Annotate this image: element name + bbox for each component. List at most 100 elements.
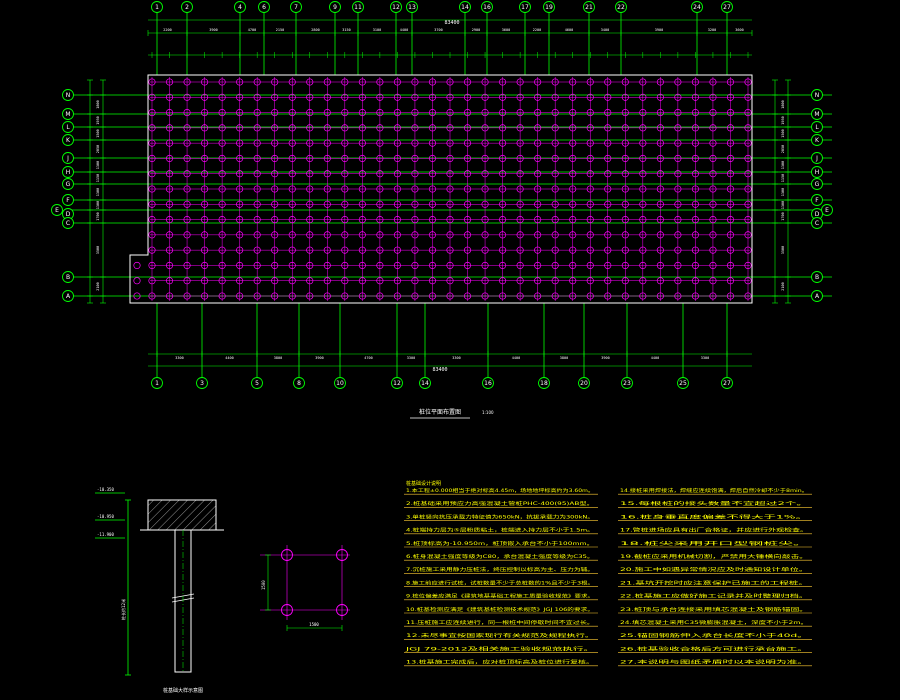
pile: [674, 154, 682, 162]
right-axis-label: A: [815, 293, 820, 300]
pile: [656, 292, 664, 300]
pile: [376, 154, 384, 162]
bottom-span-label: 3900: [315, 356, 323, 360]
left-axis-label: B: [66, 274, 70, 281]
pile: [428, 154, 437, 162]
pile: [183, 139, 191, 147]
pile: [288, 261, 296, 269]
pile: [551, 170, 559, 178]
pile: [569, 154, 577, 162]
top-axis-label: 17: [521, 4, 529, 11]
pile: [604, 231, 612, 239]
note-line: 1.本工程±0.000相当于绝对标高4.45m，场地地坪标高约为3.60m。: [406, 487, 594, 494]
pile: [393, 292, 401, 300]
pile: [516, 170, 524, 178]
pile: [288, 109, 296, 117]
top-span-label: 3700: [434, 28, 442, 32]
pile: [726, 109, 735, 117]
pile: [376, 78, 384, 86]
pile: [358, 170, 366, 178]
top-axis-bubble: [181, 1, 193, 13]
bottom-axis-label: 25: [679, 380, 687, 387]
right-span-label: 2850: [781, 145, 785, 153]
pile: [271, 246, 279, 254]
pile: [551, 216, 559, 224]
pile: [656, 93, 664, 101]
pile: [639, 231, 647, 239]
note-line: 25.锚固钢筋伸入承台长度不小于40d。: [620, 632, 808, 639]
top-axis-label: 7: [294, 4, 298, 11]
pile: [306, 261, 314, 269]
pile: [201, 277, 209, 285]
pile: [726, 185, 735, 193]
right-axis-bubble: [811, 290, 823, 302]
pile: [534, 93, 542, 101]
pile: [744, 154, 752, 162]
pile: [306, 109, 314, 117]
pile: [656, 277, 664, 285]
pile: [499, 216, 507, 224]
top-axis-bubble: [459, 1, 471, 13]
pile: [744, 93, 752, 101]
pile: [201, 109, 209, 117]
pile: [446, 170, 454, 178]
pile: [534, 216, 542, 224]
right-axis-bubble: [811, 166, 823, 178]
pile: [534, 277, 542, 285]
pile: [253, 109, 261, 117]
pile: [323, 170, 331, 178]
pile: [411, 139, 419, 147]
pile: [288, 246, 296, 254]
pile: [411, 292, 419, 300]
left-axis-bubble: [51, 204, 63, 216]
top-span-label: 3400: [601, 28, 609, 32]
pile: [446, 292, 454, 300]
pile: [165, 78, 174, 86]
detail-title: 桩基础大样示意图: [163, 687, 203, 694]
pile: [253, 277, 261, 285]
pile: [551, 246, 559, 254]
pile: [674, 246, 682, 254]
right-axis-bubble: [811, 89, 823, 101]
pile: [621, 216, 629, 224]
pile: [586, 93, 594, 101]
pile: [358, 124, 366, 132]
pile: [446, 246, 454, 254]
pile: [551, 124, 559, 132]
right-axis-bubble: [811, 121, 823, 133]
plan-scale: 1:100: [482, 410, 494, 415]
pile: [569, 185, 577, 193]
pile: [463, 231, 472, 239]
pile: [288, 277, 296, 285]
bottom-axis-bubble: [482, 377, 494, 389]
pile: [656, 261, 664, 269]
pile: [288, 185, 296, 193]
pile: [586, 246, 594, 254]
pile: [516, 231, 524, 239]
right-span-label: 1950: [781, 116, 785, 124]
left-span-label: 1150: [96, 174, 100, 182]
detail-elevation-3: -11.900: [97, 532, 114, 537]
note-line: 4.桩端持力层为⑤层粉质粘土，桩端进入持力层不小于1.5m。: [406, 527, 594, 534]
pile: [463, 78, 472, 86]
pile: [674, 124, 682, 132]
pile: [218, 154, 226, 162]
pile: [428, 139, 437, 147]
pile: [306, 246, 314, 254]
pile: [201, 78, 209, 86]
left-span-label: 1300: [96, 188, 100, 196]
top-axis-label: 13: [408, 4, 416, 11]
pile: [236, 216, 244, 224]
pile: [656, 139, 664, 147]
pile: [165, 185, 174, 193]
pile: [393, 277, 401, 285]
pile: [481, 139, 489, 147]
note-line: 27.本说明与图纸矛盾时以本说明为准。: [620, 659, 808, 666]
pile: [271, 185, 279, 193]
pile: [253, 93, 261, 101]
pile: [341, 277, 349, 285]
pile: [691, 154, 699, 162]
